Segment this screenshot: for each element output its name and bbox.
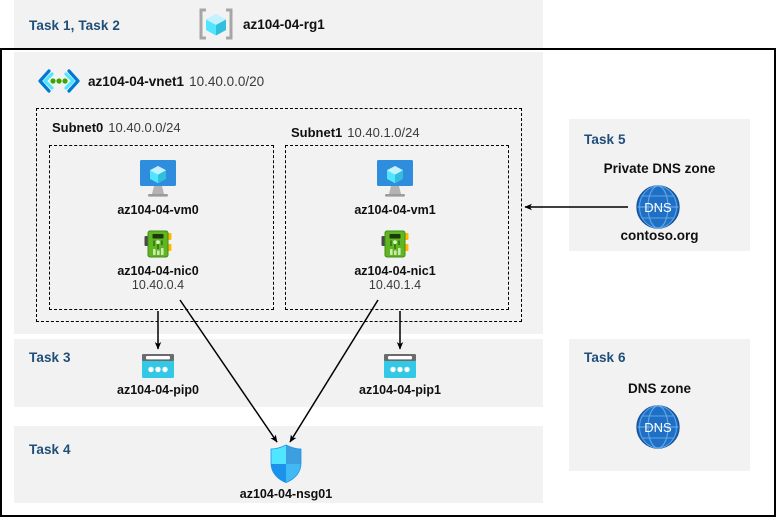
- dns-zone-panel: [569, 339, 750, 471]
- task-label-6: Task 6: [584, 350, 626, 365]
- subnet-label-0: Subnet0 10.40.0.0/24: [52, 120, 181, 135]
- private-dns-zone-title: Private DNS zone: [603, 161, 716, 176]
- virtual-machine-icon: [135, 158, 181, 200]
- node-pip0: az104-04-pip0: [103, 352, 213, 397]
- task-label-3: Task 3: [29, 350, 71, 365]
- public-ip-panel: [14, 339, 543, 407]
- virtual-machine-icon: [372, 158, 418, 200]
- virtual-network-name: az104-04-vnet1 10.40.0.0/20: [88, 74, 264, 89]
- resource-group-header-band: [14, 0, 543, 48]
- node-pip1: az104-04-pip1: [345, 352, 455, 397]
- svg-text:DNS: DNS: [644, 200, 672, 215]
- public-ip-address-icon: [382, 352, 418, 380]
- network-interface-icon: [378, 227, 412, 261]
- node-pip0-label: az104-04-pip0: [117, 383, 199, 397]
- virtual-network-icon: [36, 68, 82, 94]
- public-ip-address-icon: [140, 352, 176, 380]
- virtual-network-panel: [14, 52, 543, 334]
- network-interface-icon: [141, 227, 175, 261]
- node-nic0-ip: 10.40.0.4: [131, 278, 185, 292]
- dns-zone-icon: DNS: [632, 403, 684, 451]
- node-vm1-label: az104-04-vm1: [354, 203, 436, 217]
- resource-group-name: az104-04-rg1: [243, 17, 325, 32]
- subnet-box-1: [285, 145, 509, 310]
- subnet-box-0: [49, 145, 274, 310]
- dns-zone-icon: DNS: [632, 183, 684, 231]
- task-label-1-2: Task 1, Task 2: [29, 18, 120, 33]
- node-nsg01: az104-04-nsg01: [231, 444, 341, 501]
- node-nic0-label: az104-04-nic0: [117, 264, 199, 278]
- node-nic1-label: az104-04-nic1: [354, 264, 436, 278]
- node-pip1-label: az104-04-pip1: [359, 383, 441, 397]
- svg-text:DNS: DNS: [644, 420, 672, 435]
- dns-zone-title: DNS zone: [627, 381, 691, 396]
- resource-group-icon: [197, 7, 235, 41]
- node-nsg01-label: az104-04-nsg01: [239, 487, 333, 501]
- node-nic0: az104-04-nic0 10.40.0.4: [112, 227, 204, 292]
- subnet0-name-text: Subnet0: [52, 120, 104, 135]
- subnets-container: [36, 108, 522, 322]
- task-label-5: Task 5: [584, 132, 626, 147]
- private-dns-zone-panel: [569, 119, 750, 251]
- vnet-name-text: az104-04-vnet1: [88, 74, 185, 89]
- node-vm1: az104-04-vm1: [349, 158, 441, 217]
- task-label-4: Task 4: [29, 442, 71, 457]
- node-nic1-ip: 10.40.1.4: [368, 278, 422, 292]
- subnet-label-1: Subnet1 10.40.1.0/24: [291, 125, 420, 140]
- subnet1-name-text: Subnet1: [291, 125, 343, 140]
- vnet-cidr-text: 10.40.0.0/20: [189, 74, 265, 89]
- subnet1-cidr-text: 10.40.1.0/24: [347, 125, 420, 140]
- node-nic1: az104-04-nic1 10.40.1.4: [349, 227, 441, 292]
- node-vm0: az104-04-vm0: [112, 158, 204, 217]
- private-dns-zone-domain: contoso.org: [620, 228, 699, 243]
- node-vm0-label: az104-04-vm0: [117, 203, 199, 217]
- network-security-group-icon: [268, 444, 304, 484]
- subnet0-cidr-text: 10.40.0.0/24: [108, 120, 181, 135]
